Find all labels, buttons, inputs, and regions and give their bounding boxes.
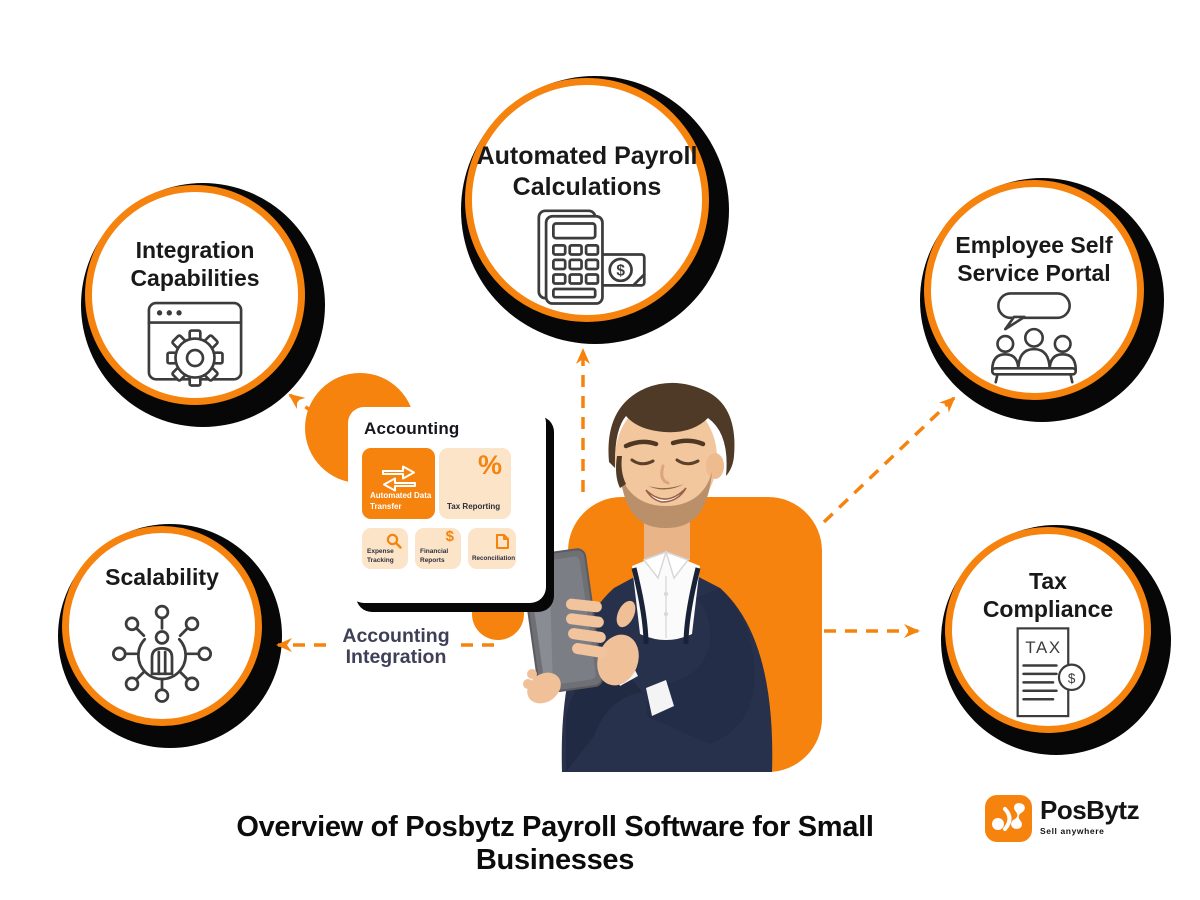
feature-label-tax-compliance: Tax Compliance (982, 568, 1114, 623)
tile-automated-data-transfer: Automated Data Transfer (362, 448, 435, 519)
calculator-money-icon: $ (537, 209, 646, 305)
network-person-icon (112, 604, 212, 703)
feature-label-employee-portal: Employee Self Service Portal (955, 232, 1113, 287)
dollar-glyph: $ (616, 262, 625, 279)
transfer-arrows-icon (382, 465, 416, 492)
tile-label: Automated Data Transfer (370, 491, 432, 511)
tile-expense-tracking: Expense Tracking (362, 528, 408, 569)
team-chat-icon (990, 292, 1078, 384)
posbytz-logo-icon (985, 795, 1032, 842)
businessman-with-tablet-illustration (520, 382, 773, 772)
brand-name: PosBytz (1040, 795, 1140, 825)
tile-financial-reports: $ Financial Reports (415, 528, 461, 569)
feature-label-automated-payroll: Automated Payroll Calculations (476, 142, 698, 201)
posbytz-logo: PosBytz Sell anywhere (985, 795, 1140, 842)
magnifier-icon (386, 533, 402, 549)
tile-label: Tax Reporting (447, 501, 501, 511)
feature-bubble-integration: Integration Capabilities (85, 185, 305, 405)
percent-icon: % (477, 450, 502, 480)
arrow-to-employee-portal (822, 396, 956, 524)
tax-document-icon: TAX $ (1016, 627, 1086, 718)
tile-tax-reporting: % Tax Reporting (439, 448, 511, 519)
tax-coin-glyph: $ (1068, 671, 1076, 686)
feature-label-integration: Integration Capabilities (130, 237, 260, 292)
accounting-integration-label: Accounting Integration (333, 624, 459, 670)
feature-bubble-employee-portal: Employee Self Service Portal (924, 180, 1144, 400)
feature-bubble-scalability: Scalability (62, 526, 262, 726)
dollar-icon: $ (445, 528, 454, 545)
tile-reconciliation: Reconciliation (468, 528, 516, 569)
accounting-card-title: Accounting (364, 419, 460, 438)
browser-gear-icon (147, 301, 243, 387)
infographic-title: Overview of Posbytz Payroll Software for… (236, 811, 874, 876)
note-icon (496, 534, 509, 549)
tile-label: Financial Reports (420, 548, 449, 564)
feature-bubble-tax-compliance: Tax Compliance TAX $ (945, 527, 1151, 733)
tax-doc-text: TAX (1025, 638, 1062, 657)
feature-bubble-automated-payroll: Automated Payroll Calculations $ (465, 78, 709, 322)
accounting-card: Accounting Automated Data Transfer % Tax… (348, 407, 546, 603)
tile-label: Expense Tracking (367, 548, 394, 564)
feature-label-scalability: Scalability (105, 564, 219, 590)
brand-tagline: Sell anywhere (1040, 826, 1105, 837)
tile-label: Reconciliation (472, 554, 516, 562)
